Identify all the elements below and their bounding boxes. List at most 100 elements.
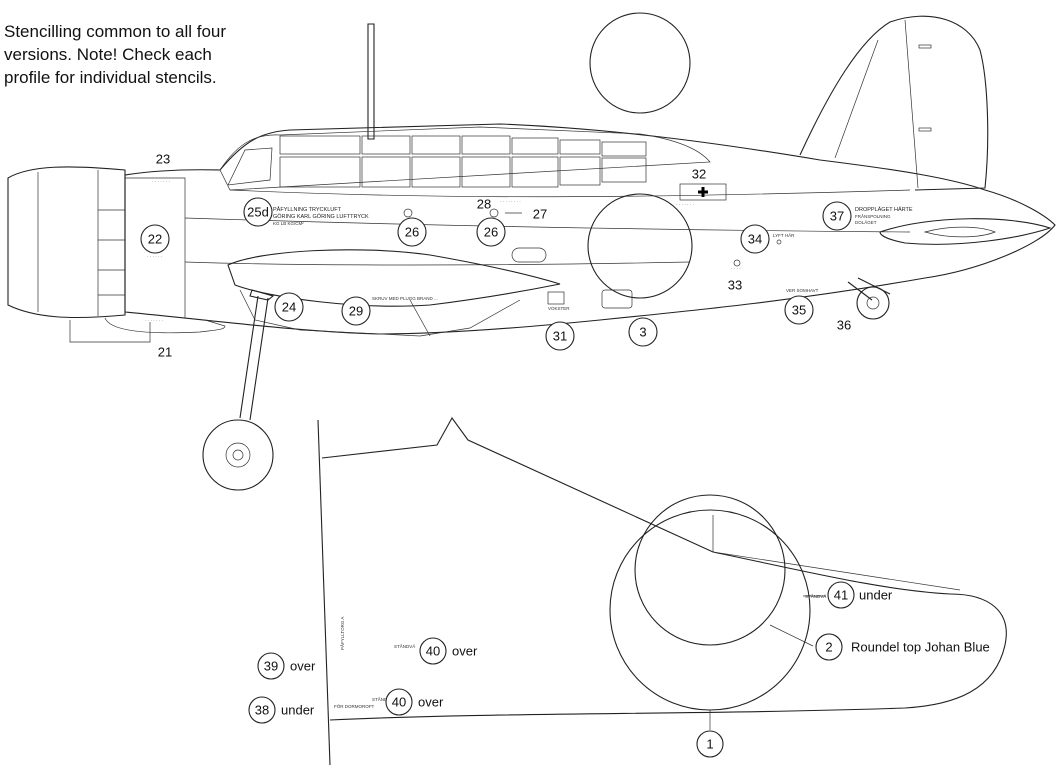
stencil-25-line-2: GÖRING KARL GÖRING LUFTTRYCK: [273, 213, 369, 220]
svg-text:22: 22: [148, 232, 162, 247]
svg-text:26: 26: [484, 225, 498, 240]
stencil-32-text: · · · · · · ·: [676, 202, 694, 207]
callout-41: 41: [827, 581, 855, 609]
svg-text:31: 31: [553, 329, 567, 344]
main-gear-mount: [249, 289, 275, 301]
stencil-34-text: LYFT HÄR: [773, 232, 795, 238]
stencil-37-line-2: FRÅNSPOLNING: [855, 213, 891, 219]
callout-25d: 25d: [243, 197, 273, 227]
tailplane: [879, 218, 1052, 245]
label-41: under: [859, 588, 893, 603]
stencil-41-text: STÅNDVÄ: [805, 593, 826, 599]
engine-cowling: [7, 166, 126, 319]
radio-mast: [367, 23, 375, 140]
carburettor-intake: [69, 320, 151, 343]
svg-text:35: 35: [792, 303, 806, 318]
callout-22: 22: [140, 224, 170, 254]
callout-32: 32: [692, 167, 706, 182]
fuselage-stringer-upper: [184, 217, 911, 233]
cowling-flaps: [98, 209, 125, 296]
tail-wheel: [856, 286, 890, 320]
svg-text:24: 24: [282, 300, 296, 315]
aileron-line: [712, 515, 961, 591]
callout-28: 28: [477, 197, 491, 212]
note-line-1: Stencilling common to all four: [4, 22, 227, 41]
exhaust-pipe: [104, 317, 226, 334]
callout-27: 27: [533, 207, 547, 222]
first-aid-cross-icon: [698, 187, 708, 197]
engine-bulkhead: [125, 177, 186, 318]
fairing-joint: [409, 299, 431, 337]
stencil-37-line-1: DROPPLÄGET HÄRTE: [855, 206, 913, 213]
tail-wheel-strut: [847, 277, 891, 301]
main-wheel-axle: [232, 449, 244, 461]
svg-text:25d: 25d: [247, 205, 269, 220]
stencil-38-text: FÖR DORMOROFT: [334, 703, 374, 709]
main-wheel-hub: [225, 442, 251, 468]
stencil-35-text: VER SOMHAVT: [786, 288, 819, 293]
note-line-2: versions. Note! Check each: [4, 45, 212, 64]
svg-text:40: 40: [392, 695, 406, 710]
stencil-22-text: · · · · · ·: [147, 254, 162, 259]
undercarriage-fairing: [239, 289, 521, 337]
svg-text:37: 37: [830, 209, 844, 224]
leader-line-2: [769, 624, 814, 647]
stencil-23-text: · · · · · · ·: [152, 179, 170, 184]
svg-text:41: 41: [834, 588, 848, 603]
stencil-33-text: · · · ·: [731, 266, 741, 271]
svg-text:40: 40: [426, 644, 440, 659]
callout-23: 23: [156, 152, 170, 167]
stencil-25-line-1: PÅFYLLNING TRYCKLUFT: [273, 206, 342, 213]
tail-wheel-hub: [866, 296, 880, 310]
callout-26-a: 26: [397, 217, 427, 247]
stencil-31-text: VOKSTER: [548, 306, 570, 311]
rudder-tab-1: [918, 44, 932, 49]
callout-21: 21: [158, 345, 172, 360]
callout-35: 35: [784, 295, 814, 325]
svg-text:1: 1: [706, 737, 713, 752]
fuel-filler-26b: [489, 208, 499, 218]
fuselage-stringer-lower: [184, 261, 691, 266]
canopy-outline: [219, 126, 711, 191]
fin-leading-edge: [834, 39, 879, 159]
svg-text:34: 34: [748, 232, 762, 247]
wing-tip-and-trailing-edge: [329, 593, 1007, 721]
callout-36: 36: [837, 318, 851, 333]
canopy-glazing-panels: [279, 135, 647, 188]
callout-24: 24: [274, 292, 304, 322]
callout-39: 39: [257, 652, 285, 680]
callout-2: 2: [815, 633, 843, 661]
side-hatch: [511, 247, 547, 263]
label-2: Roundel top Johan Blue: [851, 640, 990, 655]
rudder-hinge-line: [904, 19, 919, 189]
label-40-a: over: [452, 644, 478, 659]
stencil-28-text: · · · · · · · ·: [500, 199, 521, 204]
stencil-21-text: · · · · · · ·: [145, 318, 163, 323]
callout-3: 3: [628, 317, 658, 347]
wing-roundel-outer: [609, 509, 811, 711]
callout-1: 1: [696, 730, 724, 758]
wing-plan-view: PÅFYLLTORG A STÅNDVÄ STÅNDVÄ FÖR DORMORO…: [248, 416, 1007, 766]
note-line-3: profile for individual stencils.: [4, 68, 217, 87]
static-port: [733, 259, 741, 267]
main-gear-leg: [239, 295, 269, 421]
aircraft-side-profile: · · · · · · · · · · · · · · · · · · · · …: [7, 12, 1056, 491]
access-panel-31: [547, 291, 565, 305]
svg-text:38: 38: [255, 703, 269, 718]
svg-text:39: 39: [264, 659, 278, 674]
svg-text:3: 3: [639, 325, 646, 340]
callout-38: 38: [248, 696, 276, 724]
svg-text:29: 29: [349, 304, 363, 319]
stencil-29-text: SKRUV MED PLUGG BRAND ...: [372, 296, 438, 301]
callout-29: 29: [341, 296, 371, 326]
access-panel-3: [601, 289, 633, 309]
label-40-b: over: [418, 695, 444, 710]
wing-leading-edge: [321, 416, 951, 595]
callout-33: 33: [728, 278, 742, 293]
wing-root-line: [317, 419, 331, 766]
callout-37: 37: [822, 201, 852, 231]
svg-text:26: 26: [405, 225, 419, 240]
main-wheel: [202, 419, 274, 491]
fuselage-top-roundel-outline: [589, 12, 691, 114]
